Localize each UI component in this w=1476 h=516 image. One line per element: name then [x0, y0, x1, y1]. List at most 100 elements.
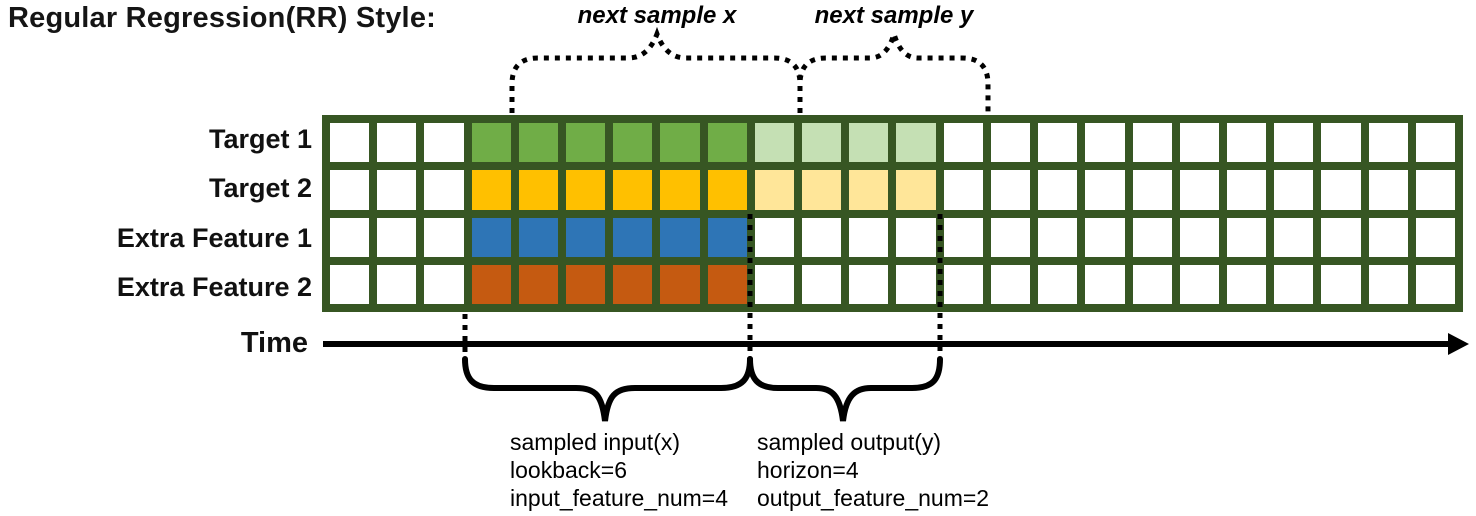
grid-cell [1038, 217, 1078, 257]
grid-cell [1368, 217, 1408, 257]
grid-cell [754, 123, 795, 163]
grid-cell [1274, 170, 1314, 210]
next-sample-y-brace [797, 25, 991, 113]
grid-cell [1085, 217, 1125, 257]
sampled-output-title: sampled output(y) [757, 429, 942, 455]
lookback-value: lookback=6 [510, 457, 627, 483]
grid-cell [943, 217, 983, 257]
grid-cell [377, 264, 417, 304]
time-arrowhead-icon [1448, 333, 1469, 355]
grid-cell [660, 217, 700, 257]
horizon-value: horizon=4 [757, 457, 859, 483]
grid-cell [802, 170, 842, 210]
grid-cell [518, 264, 559, 304]
grid-cell [802, 123, 842, 163]
grid-cell [1274, 264, 1314, 304]
grid-cell [613, 170, 653, 210]
sampled-output-brace [747, 356, 943, 422]
grid-cell [1038, 264, 1078, 304]
grid-cell [377, 217, 417, 257]
grid-cell [1321, 217, 1361, 257]
grid-cell [896, 264, 936, 304]
grid-cell [1368, 264, 1408, 304]
grid-cell [471, 217, 511, 257]
grid-cell [943, 170, 983, 210]
grid-cell [613, 264, 653, 304]
sampled-input-title: sampled input(x) [510, 429, 681, 455]
grid-cell [471, 170, 511, 210]
grid-cell [1415, 217, 1455, 257]
grid-cell [990, 170, 1031, 210]
sampled-input-brace [462, 356, 753, 422]
grid-cell [1085, 123, 1125, 163]
grid-cell [424, 170, 464, 210]
grid-cell [990, 123, 1031, 163]
grid-cell [1274, 123, 1314, 163]
grid-cell [707, 170, 747, 210]
grid-cell [896, 123, 936, 163]
grid-cell [707, 217, 747, 257]
grid-cell [613, 123, 653, 163]
grid-cell [566, 264, 606, 304]
next-sample-x-brace [509, 26, 803, 113]
page-title: Regular Regression(RR) Style: [8, 2, 436, 34]
grid-cell [754, 170, 795, 210]
grid-cell [943, 123, 983, 163]
grid-cell [849, 123, 889, 163]
grid-cell [1038, 123, 1078, 163]
grid-cell [330, 170, 370, 210]
grid-cell [1179, 123, 1219, 163]
row-labels: Target 1 Target 2 Extra Feature 1 Extra … [0, 115, 312, 312]
grid-cell [471, 123, 511, 163]
grid-cell [518, 217, 559, 257]
grid-cell [377, 170, 417, 210]
grid-cell [424, 123, 464, 163]
grid-cell [660, 123, 700, 163]
row-label-target-1: Target 1 [208, 124, 312, 155]
grid-cell [849, 217, 889, 257]
sampled-input-info: sampled input(x) lookback=6 input_featur… [510, 428, 728, 512]
grid-cell [707, 264, 747, 304]
grid-cell [377, 123, 417, 163]
grid-cell [1038, 170, 1078, 210]
row-label-extra-feature-1: Extra Feature 1 [116, 222, 312, 253]
grid-cell [1415, 264, 1455, 304]
grid-cell [1132, 264, 1172, 304]
grid-cell [943, 264, 983, 304]
next-sample-x-label: next sample x [577, 2, 737, 29]
grid-cell [330, 123, 370, 163]
grid-cell [1085, 170, 1125, 210]
row-label-extra-feature-2: Extra Feature 2 [116, 271, 312, 302]
grid-cell [802, 217, 842, 257]
grid-cell [1226, 170, 1267, 210]
grid-cell [1179, 264, 1219, 304]
grid-cell [849, 170, 889, 210]
grid-cell [896, 217, 936, 257]
grid-cell [754, 217, 795, 257]
grid-cell [1415, 170, 1455, 210]
grid-cell [566, 123, 606, 163]
grid-cell [518, 123, 559, 163]
grid-cell [1132, 170, 1172, 210]
grid-cell [613, 217, 653, 257]
grid-cell [1179, 170, 1219, 210]
output-feature-num-value: output_feature_num=2 [757, 485, 990, 511]
grid-cell [1085, 264, 1125, 304]
grid-cell [1415, 123, 1455, 163]
grid-cell [990, 264, 1031, 304]
grid-cell [707, 123, 747, 163]
sampled-output-info: sampled output(y) horizon=4 output_featu… [757, 428, 989, 512]
grid-cell [1368, 170, 1408, 210]
grid-cell [424, 217, 464, 257]
grid-cell [1321, 123, 1361, 163]
grid-cell [566, 217, 606, 257]
time-axis-label: Time [240, 327, 308, 359]
grid-cell [990, 217, 1031, 257]
row-label-target-2: Target 2 [208, 173, 312, 204]
grid-cell [1226, 123, 1267, 163]
grid-cell [1321, 170, 1361, 210]
grid-cell [424, 264, 464, 304]
grid-cell [330, 264, 370, 304]
grid-cell [802, 264, 842, 304]
